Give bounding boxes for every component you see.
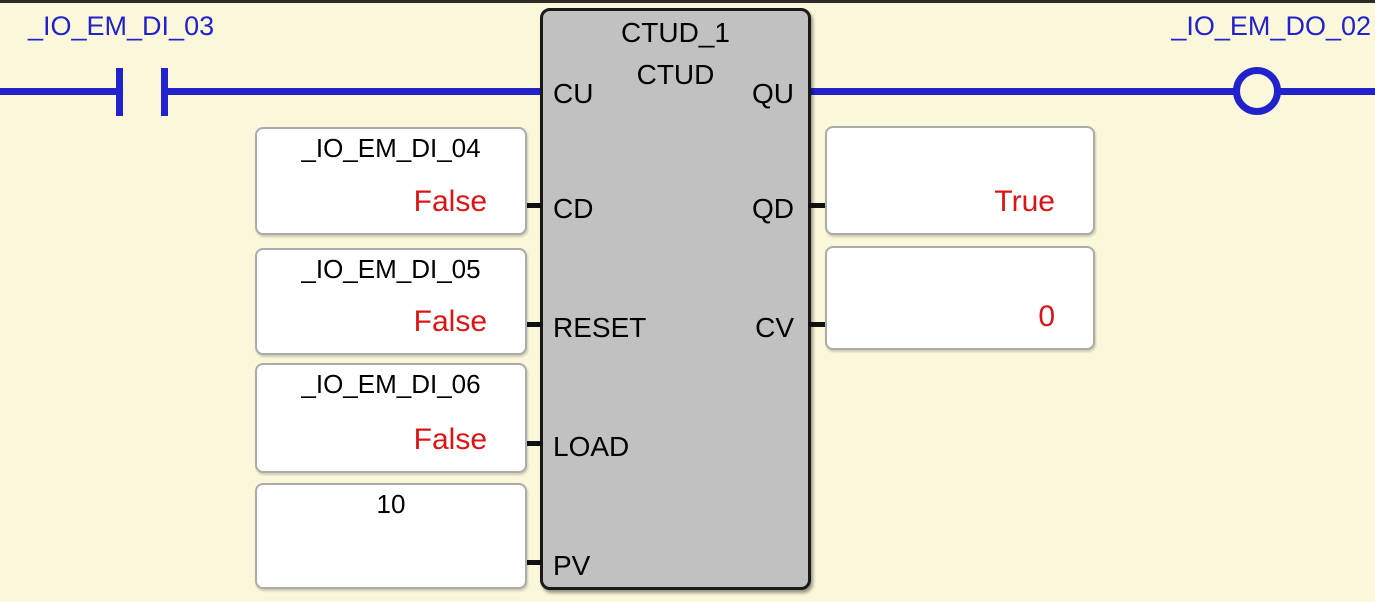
operand-box-cd[interactable]: _IO_EM_DI_04 False: [255, 127, 527, 235]
pin-stub-cd: [518, 203, 542, 208]
pin-label-load: LOAD: [553, 431, 630, 462]
pin-label-pv: PV: [553, 550, 591, 581]
coil-tag-label: _IO_EM_DO_02: [1171, 11, 1371, 41]
contact-tag-label: _IO_EM_DI_03: [28, 11, 215, 41]
pin-label-cd: CD: [553, 193, 594, 224]
block-type-name: CTUD: [636, 59, 715, 90]
pin-stub-pv: [518, 560, 542, 565]
pin-stub-cv: [808, 322, 829, 327]
output-coil[interactable]: [1233, 67, 1281, 115]
pin-stub-reset: [518, 322, 542, 327]
operand-box-reset[interactable]: _IO_EM_DI_05 False: [255, 248, 527, 355]
rung-wire-right: [1279, 88, 1375, 95]
operand-box-load[interactable]: _IO_EM_DI_06 False: [255, 363, 527, 473]
operand-value: 0: [1038, 300, 1055, 333]
operand-tag: 10: [376, 489, 406, 519]
pin-label-cu: CU: [553, 78, 594, 109]
operand-value: False: [413, 305, 487, 338]
pin-label-qd: QD: [752, 193, 794, 224]
ctud-function-block[interactable]: CTUD_1 CTUD CU CD RESET LOAD PV QU QD CV: [540, 8, 811, 590]
operand-tag: _IO_EM_DI_05: [301, 254, 481, 284]
pin-stub-load: [518, 441, 542, 446]
rung-wire-left: [0, 88, 117, 95]
operand-tag: _IO_EM_DI_06: [301, 369, 481, 399]
operand-value: True: [994, 185, 1055, 218]
operand-box-cv[interactable]: 0: [825, 246, 1095, 350]
operand-box-pv[interactable]: 10: [255, 483, 527, 589]
operand-value: False: [413, 423, 487, 456]
pin-stub-qd: [808, 203, 829, 208]
contact-bar-right: [161, 68, 168, 116]
rung-wire-contact-to-block: [167, 88, 540, 95]
operand-tag: _IO_EM_DI_04: [301, 133, 481, 163]
operand-box-qd[interactable]: True: [825, 126, 1095, 235]
operand-value: False: [413, 185, 487, 218]
contact-bar-left: [116, 68, 123, 116]
pin-label-cv: CV: [755, 312, 794, 343]
pin-label-qu: QU: [752, 78, 794, 109]
rung-wire-block-to-coil: [811, 88, 1235, 95]
block-instance-name: CTUD_1: [621, 17, 730, 48]
pin-label-reset: RESET: [553, 312, 647, 343]
